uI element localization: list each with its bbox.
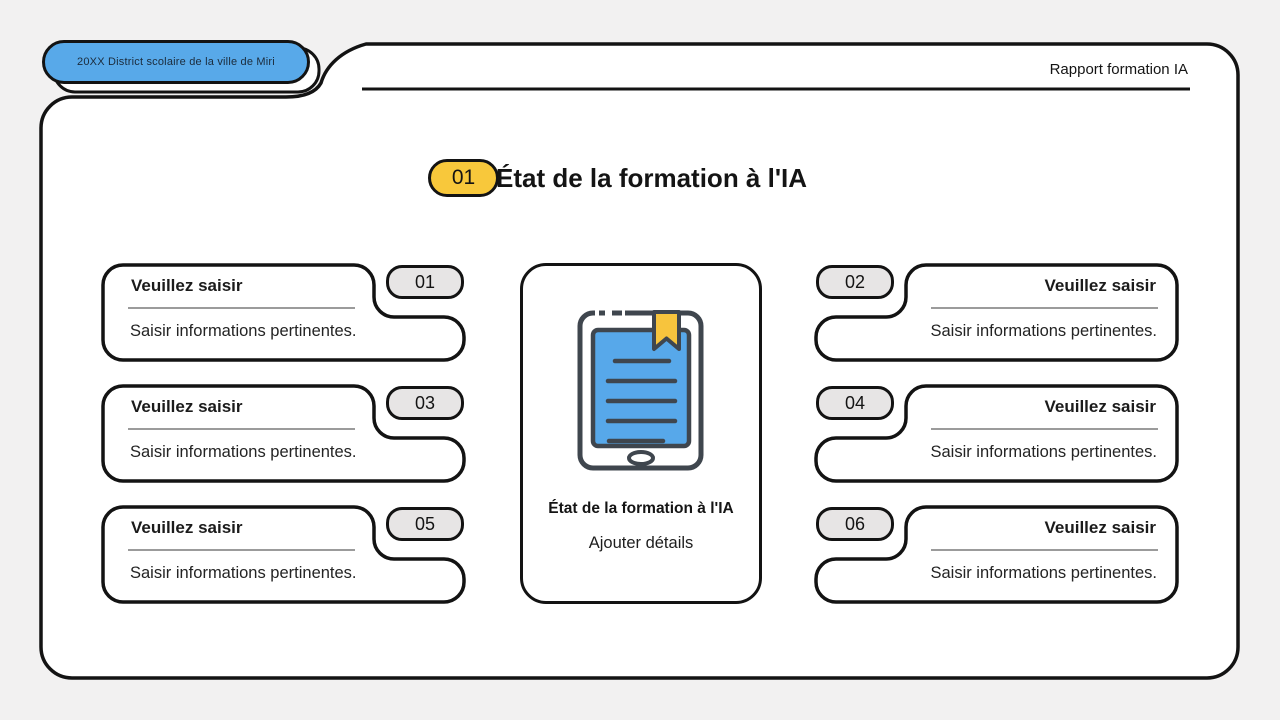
- card-outline: [101, 505, 466, 604]
- card-number: 01: [414, 271, 436, 292]
- card-number-badge: 04: [816, 386, 894, 420]
- report-title: Rapport formation IA: [1049, 61, 1188, 78]
- center-card: État de la formation à l'IA Ajouter déta…: [520, 263, 762, 604]
- card-number-badge: 01: [386, 265, 464, 299]
- section-number: 01: [451, 166, 476, 189]
- card-body-placeholder[interactable]: Saisir informations pertinentes.: [930, 443, 1157, 461]
- card-title-placeholder[interactable]: Veuillez saisir: [131, 518, 243, 537]
- center-card-subtitle-placeholder[interactable]: Ajouter détails: [588, 534, 694, 552]
- card-title-placeholder[interactable]: Veuillez saisir: [1044, 276, 1156, 295]
- card-divider: [931, 428, 1158, 430]
- info-card-05: 05 Veuillez saisir Saisir informations p…: [101, 505, 466, 604]
- center-card-title: État de la formation à l'IA: [548, 500, 734, 517]
- card-number-badge: 05: [386, 507, 464, 541]
- card-number-badge: 06: [816, 507, 894, 541]
- card-divider: [128, 428, 355, 430]
- card-divider: [128, 307, 355, 309]
- card-number: 06: [844, 513, 866, 534]
- tablet-book-icon: [577, 308, 704, 471]
- card-divider: [128, 549, 355, 551]
- info-card-04: 04 Veuillez saisir Saisir informations p…: [814, 384, 1179, 483]
- card-outline: [814, 505, 1179, 604]
- card-outline: [101, 263, 466, 362]
- card-number: 05: [414, 513, 436, 534]
- card-outline: [814, 263, 1179, 362]
- section-title: État de la formation à l'IA: [496, 162, 808, 193]
- tablet-top-dash-gap: [595, 308, 625, 318]
- info-card-02: 02 Veuillez saisir Saisir informations p…: [814, 263, 1179, 362]
- card-number-badge: 03: [386, 386, 464, 420]
- card-title-placeholder[interactable]: Veuillez saisir: [1044, 397, 1156, 416]
- card-number-badge: 02: [816, 265, 894, 299]
- card-body-placeholder[interactable]: Saisir informations pertinentes.: [930, 322, 1157, 340]
- card-number: 03: [414, 392, 436, 413]
- card-body-placeholder[interactable]: Saisir informations pertinentes.: [130, 443, 357, 461]
- section-number-pill: 01: [428, 159, 499, 197]
- card-number: 04: [844, 392, 866, 413]
- card-title-placeholder[interactable]: Veuillez saisir: [131, 276, 243, 295]
- card-body-placeholder[interactable]: Saisir informations pertinentes.: [130, 564, 357, 582]
- card-body-placeholder[interactable]: Saisir informations pertinentes.: [930, 564, 1157, 582]
- card-number: 02: [844, 271, 866, 292]
- card-divider: [931, 307, 1158, 309]
- bookmark-icon: [652, 310, 681, 351]
- card-outline: [814, 384, 1179, 483]
- card-body-placeholder[interactable]: Saisir informations pertinentes.: [130, 322, 357, 340]
- card-divider: [931, 549, 1158, 551]
- brand-badge-label: 20XX District scolaire de la ville de Mi…: [77, 56, 275, 68]
- section-title-row: 01 État de la formation à l'IA: [428, 159, 807, 197]
- screen-text-lines: [605, 358, 678, 444]
- home-button: [627, 450, 655, 466]
- brand-badge: 20XX District scolaire de la ville de Mi…: [42, 40, 310, 84]
- card-title-placeholder[interactable]: Veuillez saisir: [1044, 518, 1156, 537]
- info-card-06: 06 Veuillez saisir Saisir informations p…: [814, 505, 1179, 604]
- card-outline: [101, 384, 466, 483]
- card-title-placeholder[interactable]: Veuillez saisir: [131, 397, 243, 416]
- info-card-01: 01 Veuillez saisir Saisir informations p…: [101, 263, 466, 362]
- info-card-03: 03 Veuillez saisir Saisir informations p…: [101, 384, 466, 483]
